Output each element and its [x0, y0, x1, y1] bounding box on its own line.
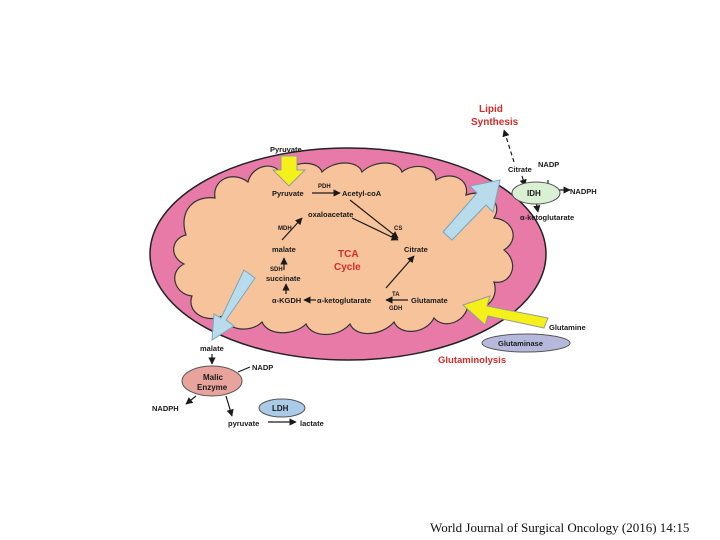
label-citrate-inside: Citrate: [404, 245, 428, 254]
label-pyruvate-outside: Pyruvate: [270, 145, 302, 154]
label-cs: CS: [394, 226, 402, 232]
label-nadp-top: NADP: [538, 160, 559, 169]
label-malate-inside: malate: [272, 245, 296, 254]
label-akgdh: α-KGDH: [272, 296, 301, 305]
label-malic-line1: Malic: [203, 373, 224, 382]
label-mdh: MDH: [278, 226, 292, 232]
label-pdh: PDH: [318, 184, 331, 190]
mitochondrion-matrix: [173, 162, 514, 336]
malic-enzyme: [181, 365, 243, 397]
label-nadph-left: NADPH: [152, 404, 179, 413]
label-oxaloacetate: oxaloacetate: [308, 210, 353, 219]
label-lipid-synthesis-line2: Synthesis: [471, 117, 519, 128]
label-akg-inside: α-ketoglutarate: [317, 296, 371, 305]
arrow-nadp-to-malic: [237, 366, 251, 373]
label-malic-line2: Enzyme: [197, 383, 228, 392]
arrow-malic-to-pyruvate: [225, 395, 234, 417]
glutamine-import-arrow: [462, 295, 549, 329]
label-tca-line1: TCA: [338, 249, 359, 260]
label-sdh: SDH: [270, 267, 283, 273]
label-malate-outside: malate: [200, 344, 224, 353]
label-citrate-outside: Citrate: [508, 165, 532, 174]
idh-enzyme: [511, 181, 561, 205]
label-pyruvate-inside: Pyruvate: [272, 189, 304, 198]
arrow-citrate-to-lipid: [502, 129, 515, 163]
arrow-malate-to-oxaloacetate: [281, 217, 303, 241]
label-succinate: succinate: [266, 274, 301, 283]
label-ta: TA: [392, 292, 400, 298]
malate-export-arrow: [211, 269, 256, 341]
pyruvate-import-arrow: [271, 155, 307, 187]
label-akg-outside: α-ketoglutarate: [520, 213, 574, 222]
label-glutamate: Glutamate: [411, 296, 448, 305]
arrow-akg-to-citrate: [385, 255, 415, 289]
label-lipid-synthesis-line1: Lipid: [479, 104, 503, 115]
figure-citation: World Journal of Surgical Oncology (2016…: [430, 520, 690, 535]
label-glutaminolysis: Glutaminolysis: [438, 355, 506, 366]
label-gdh: GDH: [389, 306, 402, 312]
label-lactate: lactate: [300, 419, 324, 428]
label-glutaminase: Glutaminase: [498, 339, 543, 348]
arrow-malic-to-nadph: [185, 395, 197, 405]
label-ldh: LDH: [272, 404, 289, 413]
arrow-oxaloacetate-to-citrate: [351, 217, 399, 241]
label-glutamine: Glutamine: [549, 323, 586, 332]
label-nadph-right: NADPH: [570, 187, 597, 196]
ldh-enzyme: [258, 398, 306, 418]
label-acetyl-coa: Acetyl-coA: [342, 189, 382, 198]
arrow-acetylcoa-to-citrate: [349, 199, 399, 239]
label-tca-line2: Cycle: [334, 262, 361, 273]
label-idh: IDH: [527, 189, 541, 198]
citrate-export-arrow: [442, 179, 501, 241]
label-pyruvate-bottom: pyruvate: [228, 419, 259, 428]
glutaminase-enzyme: [481, 333, 571, 353]
label-nadp-malic: NADP: [252, 363, 273, 372]
